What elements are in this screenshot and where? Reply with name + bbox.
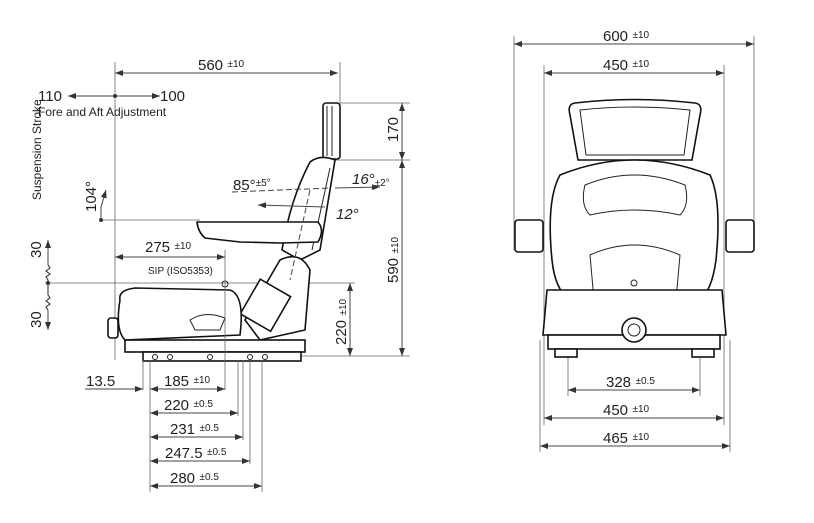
bottom-dim-185: 185 ±10 [164, 373, 211, 390]
bottom-dim-247-5: 247.5 ±0.5 [165, 445, 227, 462]
bottom-dim-231: 231 ±0.5 [170, 421, 219, 438]
backrest-height-dim: 590 ±10 [385, 236, 402, 283]
sip-distance-dim: 275 ±10 [145, 239, 192, 256]
rail-dimensions: 13.5 185 ±10 220 ±0.5 231 ±0.5 247.5 ±0.… [85, 360, 263, 492]
armrest-left-front [514, 219, 544, 253]
adjust-knob [107, 317, 119, 339]
backrest-width-dim: 450 ±10 [603, 57, 650, 74]
bottom-dim-220: 220 ±0.5 [164, 397, 213, 414]
bottom-dim-13-5: 13.5 [86, 373, 115, 390]
side-view: 560 ±10 110 100 Fore and Aft Adjustment … [28, 57, 410, 492]
fore-aft-front-value: 100 [160, 88, 185, 105]
suspension-up-value: 30 [28, 241, 45, 258]
overall-length-dim: 560 ±10 [198, 57, 245, 74]
seat-angle: 12° [336, 206, 359, 223]
bottom-dim-280: 280 ±0.5 [170, 470, 219, 487]
headrest-height-dim: 170 [385, 117, 402, 142]
seat-front-illustration [514, 98, 755, 358]
sip-height-dim: 220 ±10 [333, 298, 350, 345]
backrest-front [549, 159, 719, 301]
weight-adjust-knob [621, 317, 647, 343]
seat-cushion [117, 287, 243, 341]
rail-spacing-dim: 328 ±0.5 [606, 374, 655, 391]
headrest-front [568, 98, 702, 161]
outer-width-dim: 465 ±10 [603, 430, 650, 447]
armrest-right-front [725, 219, 755, 253]
base-width-dim: 450 ±10 [603, 402, 650, 419]
armrest-side [196, 221, 323, 244]
front-view: 600 ±10 450 ±10 328 ±0.5 450 ±10 465 ±10 [513, 28, 755, 452]
slide-rail [142, 351, 302, 362]
sip-label: SIP (ISO5353) [148, 266, 213, 277]
overall-width-dim: 600 ±10 [603, 28, 650, 45]
backrest-side [281, 156, 336, 261]
seat-side-illustration [107, 102, 341, 362]
suspension-down-value: 30 [28, 311, 45, 328]
armrest-angle: 104° [83, 181, 100, 212]
recline-angle: 16°±2° [352, 171, 390, 189]
fore-aft-label: Fore and Aft Adjustment [38, 105, 167, 119]
suspension-stroke-label: Suspension Stroke [30, 99, 44, 200]
suspension-base-front [542, 289, 727, 336]
fore-aft-rear-value: 110 [38, 88, 62, 105]
backrest-angle: 85°±5° [233, 177, 271, 194]
